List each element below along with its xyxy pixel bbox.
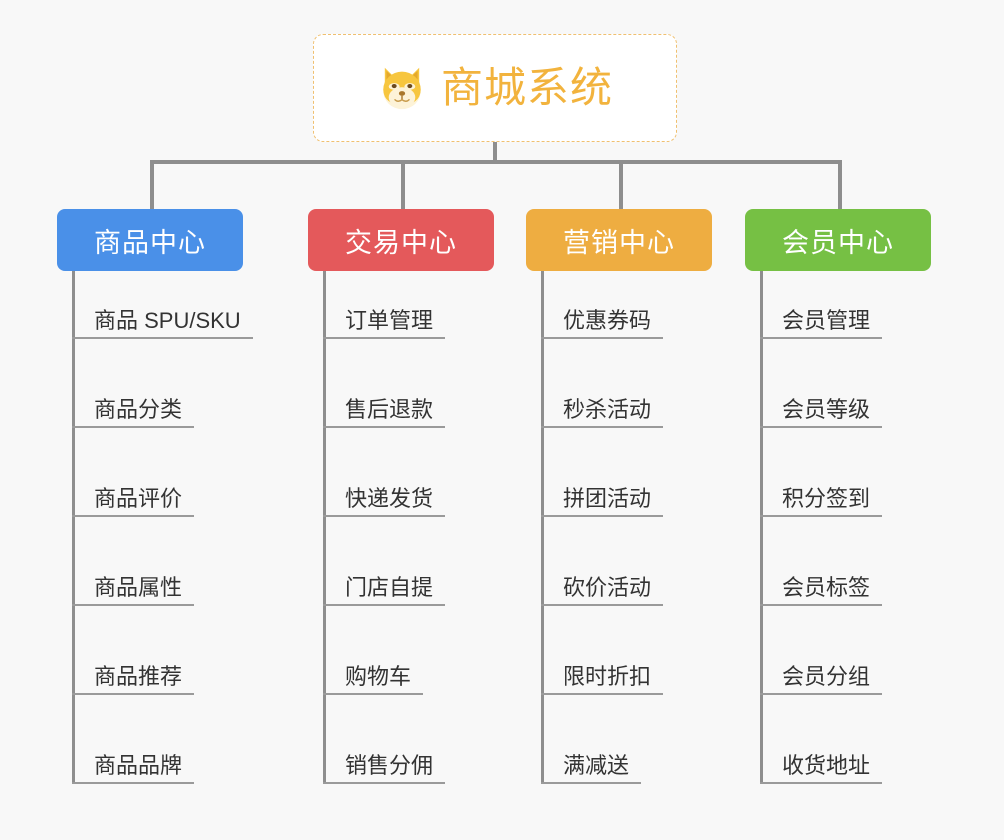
leaf-item-label: 商品 SPU/SKU [72,308,253,339]
leaf-item[interactable]: 商品推荐 [72,651,195,695]
leaf-item-label: 会员等级 [760,397,883,428]
leaf-item-label: 砍价活动 [541,575,664,606]
leaf-item[interactable]: 优惠券码 [541,295,664,339]
leaf-item-label: 售后退款 [323,397,446,428]
leaf-spine-3 [541,271,544,784]
leaf-item[interactable]: 拼团活动 [541,473,664,517]
category-label: 商品中心 [94,227,206,258]
leaf-item[interactable]: 会员管理 [760,295,883,339]
leaf-item[interactable]: 收货地址 [760,740,883,784]
shiba-dog-face-icon [383,67,421,110]
leaf-item-label: 销售分佣 [323,753,446,784]
leaf-item-label: 商品属性 [72,575,195,606]
leaf-spine-1 [72,271,75,784]
leaf-item-label: 商品品牌 [72,753,195,784]
leaf-column-3: 优惠券码秒杀活动拼团活动砍价活动限时折扣满减送 [527,271,773,790]
leaf-item[interactable]: 订单管理 [323,295,446,339]
leaf-item-label: 商品推荐 [72,664,195,695]
leaf-item[interactable]: 秒杀活动 [541,384,664,428]
leaf-column-1: 商品 SPU/SKU 商品分类商品评价商品属性商品推荐商品品牌 [58,271,304,790]
leaf-item[interactable]: 满减送 [541,740,642,784]
leaf-item-label: 会员管理 [760,308,883,339]
leaf-item[interactable]: 快递发货 [323,473,446,517]
leaf-item-label: 满减送 [541,753,642,784]
category-box-1[interactable]: 商品中心 [57,209,243,271]
category-box-2[interactable]: 交易中心 [308,209,494,271]
leaf-item-label: 订单管理 [323,308,446,339]
leaf-item[interactable]: 商品 SPU/SKU [72,295,253,339]
connector-drop-4 [838,160,842,210]
leaf-spine-4 [760,271,763,784]
leaf-item[interactable]: 会员标签 [760,562,883,606]
leaf-item[interactable]: 门店自提 [323,562,446,606]
root-node-shopping-mall-system[interactable]: 商城系统 [313,34,677,142]
leaf-item-label: 积分签到 [760,486,883,517]
leaf-item[interactable]: 会员等级 [760,384,883,428]
leaf-item-label: 收货地址 [760,753,883,784]
leaf-column-4: 会员管理会员等级积分签到会员标签会员分组收货地址 [746,271,992,790]
leaf-spine-2 [323,271,326,784]
leaf-item-label: 商品分类 [72,397,195,428]
leaf-column-2: 订单管理售后退款快递发货门店自提购物车销售分佣 [309,271,555,790]
connector-horizontal-bar [150,160,842,164]
leaf-item[interactable]: 商品评价 [72,473,195,517]
leaf-item[interactable]: 积分签到 [760,473,883,517]
leaf-item[interactable]: 砍价活动 [541,562,664,606]
category-box-3[interactable]: 营销中心 [526,209,712,271]
leaf-item[interactable]: 商品属性 [72,562,195,606]
leaf-item-label: 快递发货 [323,486,446,517]
category-label: 营销中心 [563,227,675,258]
leaf-item[interactable]: 商品品牌 [72,740,195,784]
leaf-item-label: 门店自提 [323,575,446,606]
connector-root-stem [493,142,497,162]
connector-drop-3 [619,160,623,210]
leaf-item-label: 秒杀活动 [541,397,664,428]
leaf-item-label: 会员分组 [760,664,883,695]
connector-drop-1 [150,160,154,210]
category-label: 交易中心 [345,227,457,258]
leaf-item[interactable]: 商品分类 [72,384,195,428]
leaf-item-label: 限时折扣 [541,664,664,695]
leaf-item-label: 购物车 [323,664,424,695]
leaf-item[interactable]: 购物车 [323,651,424,695]
leaf-item[interactable]: 销售分佣 [323,740,446,784]
category-box-4[interactable]: 会员中心 [745,209,931,271]
connector-drop-2 [401,160,405,210]
leaf-item-label: 会员标签 [760,575,883,606]
category-label: 会员中心 [782,227,894,258]
leaf-item-label: 商品评价 [72,486,195,517]
leaf-item-label: 拼团活动 [541,486,664,517]
root-node-title: 商城系统 [440,64,613,111]
leaf-item-label: 优惠券码 [541,308,664,339]
leaf-item[interactable]: 售后退款 [323,384,446,428]
leaf-item[interactable]: 会员分组 [760,651,883,695]
leaf-item[interactable]: 限时折扣 [541,651,664,695]
